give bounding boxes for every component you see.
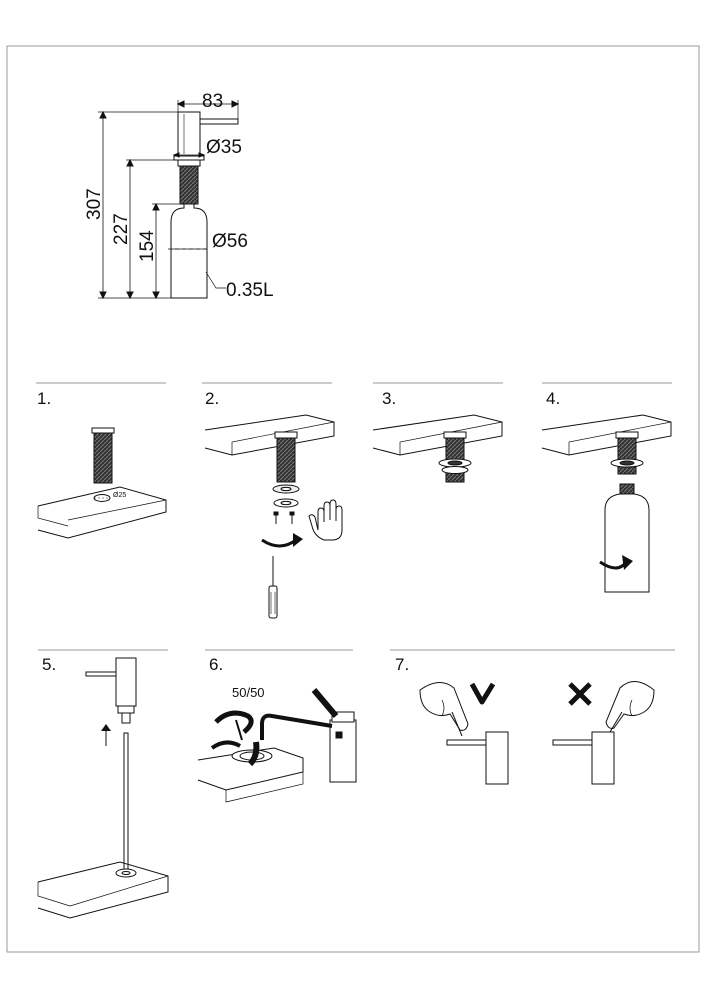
dimension-drawing bbox=[98, 100, 240, 300]
step-7-number: 7. bbox=[395, 655, 409, 674]
step-1-number: 1. bbox=[37, 389, 51, 408]
wrong-icon bbox=[568, 682, 592, 706]
dim-neck-diameter: Ø35 bbox=[206, 137, 242, 158]
pump-nozzle bbox=[199, 118, 239, 125]
step-2-number: 2. bbox=[205, 389, 219, 408]
step-7-wrong-illustration bbox=[552, 681, 655, 785]
step-3-illustration bbox=[372, 414, 503, 483]
step-5-number: 5. bbox=[42, 655, 56, 674]
step-6-illustration bbox=[197, 688, 357, 803]
dim-below-counter: 227 bbox=[111, 213, 132, 245]
step-7-correct-illustration bbox=[419, 682, 509, 785]
step-1-hole-label: Ø25 bbox=[113, 492, 126, 499]
step-4-number: 4. bbox=[546, 389, 560, 408]
step-3-number: 3. bbox=[382, 389, 396, 408]
dim-total-height: 307 bbox=[84, 188, 105, 220]
step-2-illustration bbox=[204, 414, 343, 619]
pump-head bbox=[177, 111, 201, 157]
page-border bbox=[6, 45, 700, 953]
step-6-number: 6. bbox=[209, 655, 223, 674]
dim-width: 83 bbox=[202, 91, 223, 112]
step-5-illustration bbox=[37, 657, 169, 919]
correct-icon bbox=[469, 682, 496, 705]
step-6-mix-label: 50/50 bbox=[232, 685, 265, 700]
step-1-illustration bbox=[37, 427, 167, 539]
dim-bottle-diameter: Ø56 bbox=[212, 231, 248, 252]
dim-bottle-height: 154 bbox=[137, 230, 158, 262]
threaded-neck bbox=[179, 165, 199, 205]
bottle bbox=[170, 203, 208, 299]
step-4-illustration bbox=[541, 414, 672, 593]
dim-capacity: 0.35L bbox=[226, 280, 274, 301]
